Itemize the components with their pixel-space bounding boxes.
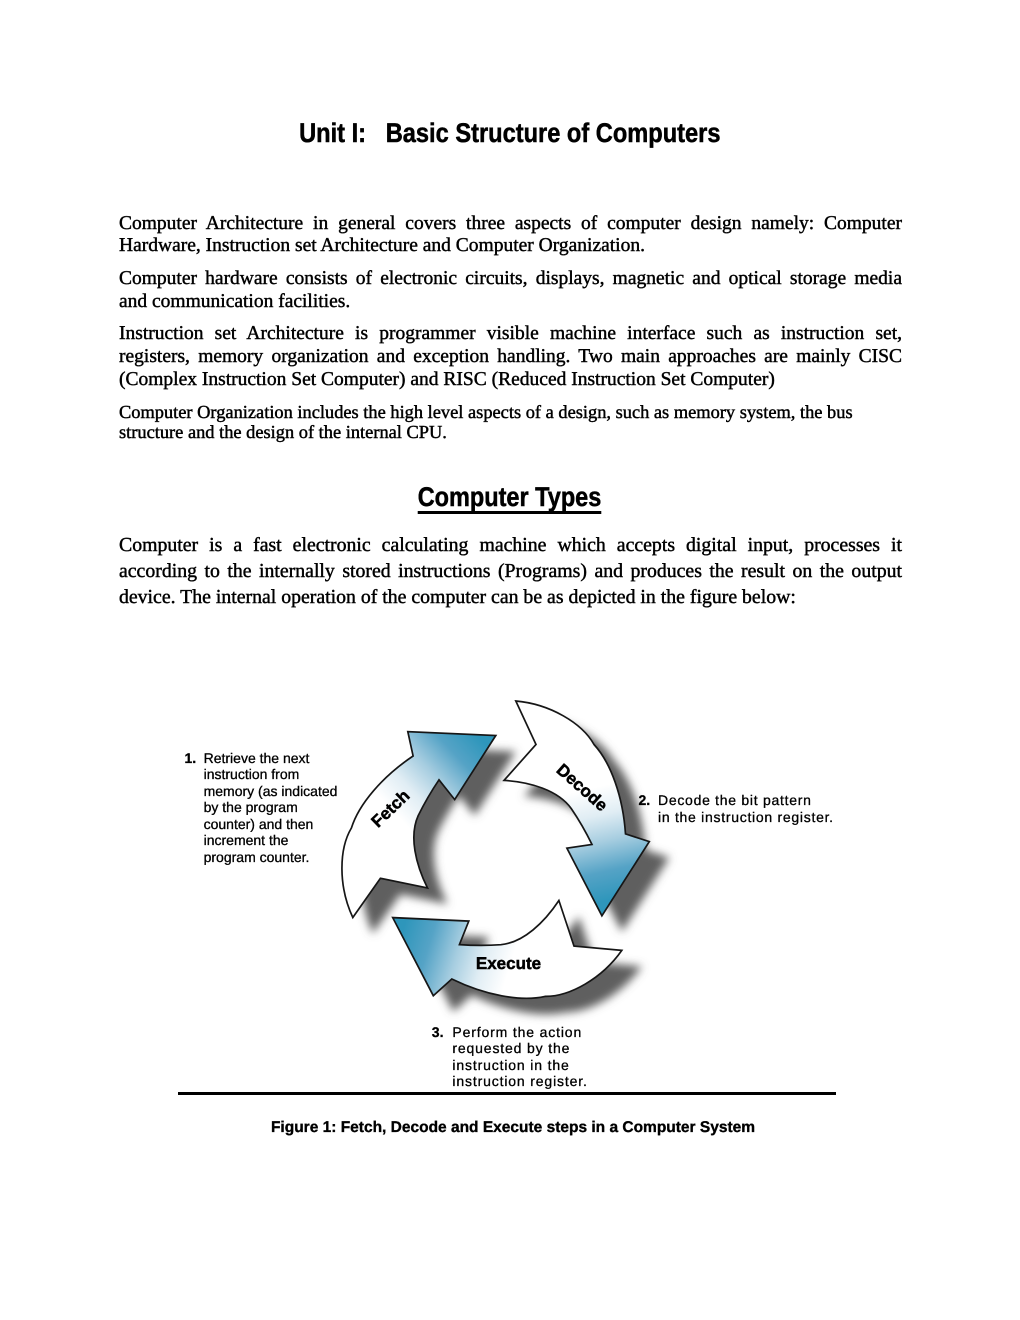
svg-text:Execute: Execute (476, 954, 541, 973)
